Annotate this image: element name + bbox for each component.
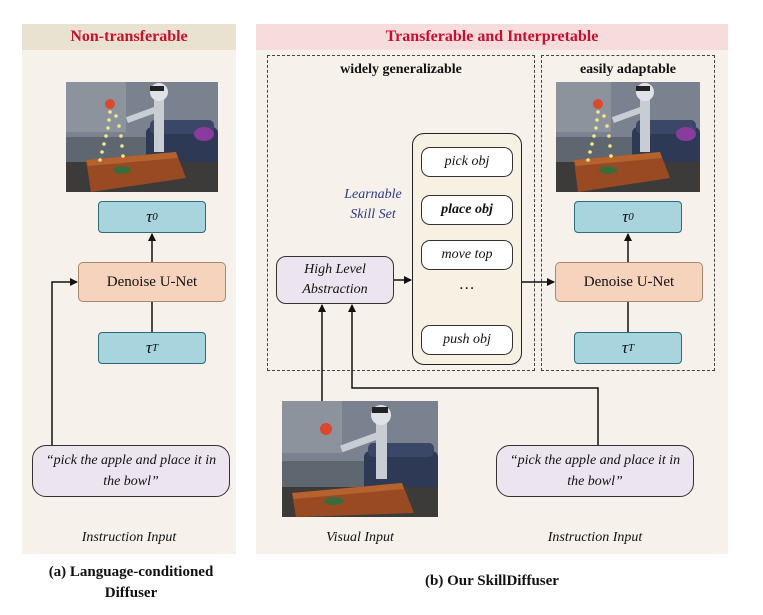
generalizable-region — [267, 55, 535, 371]
robot-scene-image-adapted — [556, 82, 700, 192]
arrow-instruction-to-hla — [348, 304, 599, 445]
arrow-left-instruction-to-denoise — [51, 278, 78, 445]
right-denoise-unet: Denoise U-Net — [555, 262, 703, 302]
generalizable-title: widely generalizable — [340, 62, 462, 77]
right-panel-header: Transferable and Interpretable — [256, 24, 728, 50]
left-caption: (a) Language-conditioned Diffuser — [48, 564, 214, 601]
adaptable-title: easily adaptable — [579, 62, 677, 77]
left-panel-header: Non-transferable — [22, 24, 236, 50]
skill-set-label: Learnable Skill Set — [344, 187, 402, 222]
right-instruction-label: Instruction Input — [547, 530, 643, 545]
skill-ellipsis: … — [459, 276, 475, 293]
skill-push-obj: push obj — [421, 325, 513, 355]
adaptable-region — [541, 55, 715, 371]
right-caption: (b) Our SkillDiffuser — [425, 573, 559, 589]
left-denoise-unet: Denoise U-Net — [78, 262, 226, 302]
left-instruction-label: Instruction Input — [81, 530, 177, 545]
skill-move-top: move top — [421, 240, 513, 270]
skill-place-obj: place obj — [421, 195, 513, 225]
right-instruction-box: “pick the apple and place it in the bowl… — [496, 445, 694, 497]
visual-input-label: Visual Input — [326, 530, 394, 545]
robot-scene-image — [66, 82, 218, 192]
visual-input-image — [282, 401, 438, 517]
high-level-abstraction: High Level Abstraction — [276, 256, 394, 304]
left-instruction-box: “pick the apple and place it in the bowl… — [32, 445, 230, 497]
skill-pick-obj: pick obj — [421, 147, 513, 177]
